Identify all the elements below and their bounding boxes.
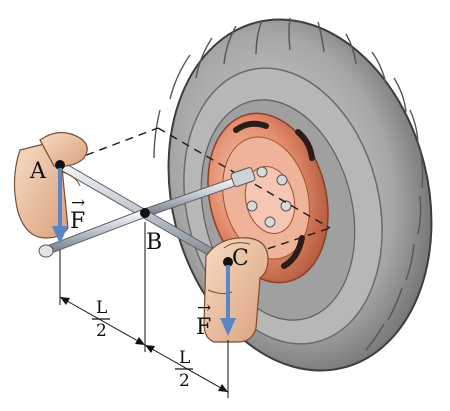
label-point-a: A [29, 159, 47, 184]
wrench-arm-lower [38, 208, 150, 258]
dimension-second-denominator: 2 [179, 371, 190, 391]
label-force-left-vector: → [71, 193, 85, 213]
label-force-right: F [196, 315, 211, 340]
label-point-c: C [232, 246, 249, 271]
left-hand [13, 131, 88, 239]
dimension-arrowheads [60, 297, 228, 392]
label-point-b: B [146, 230, 162, 255]
right-hand [203, 237, 269, 343]
lug-nut [256, 166, 268, 178]
dimension-label-first: L 2 [92, 298, 110, 341]
wrench-socket [230, 167, 256, 187]
force-arrow-right [220, 265, 236, 336]
force-arrow-left [52, 168, 68, 244]
label-force-left: F [70, 209, 85, 234]
wrench-arm-back [140, 167, 256, 218]
lug-nut [264, 216, 276, 228]
dimension-first-denominator: 2 [96, 321, 107, 341]
lug-nut [276, 174, 288, 186]
tire-tread [153, 17, 424, 351]
dimension-label-second: L 2 [175, 348, 193, 391]
label-force-right-vector: → [197, 298, 211, 318]
point-c-dot [223, 257, 233, 267]
lug-nuts [246, 166, 292, 228]
wrench-end-cap [38, 244, 54, 258]
dimension-first-numerator: L [96, 298, 107, 318]
lug-nut [246, 200, 258, 212]
dimension-second-numerator: L [179, 348, 190, 368]
point-b-dot [140, 208, 150, 218]
point-a-dot [55, 160, 65, 170]
lug-nut [280, 200, 292, 212]
